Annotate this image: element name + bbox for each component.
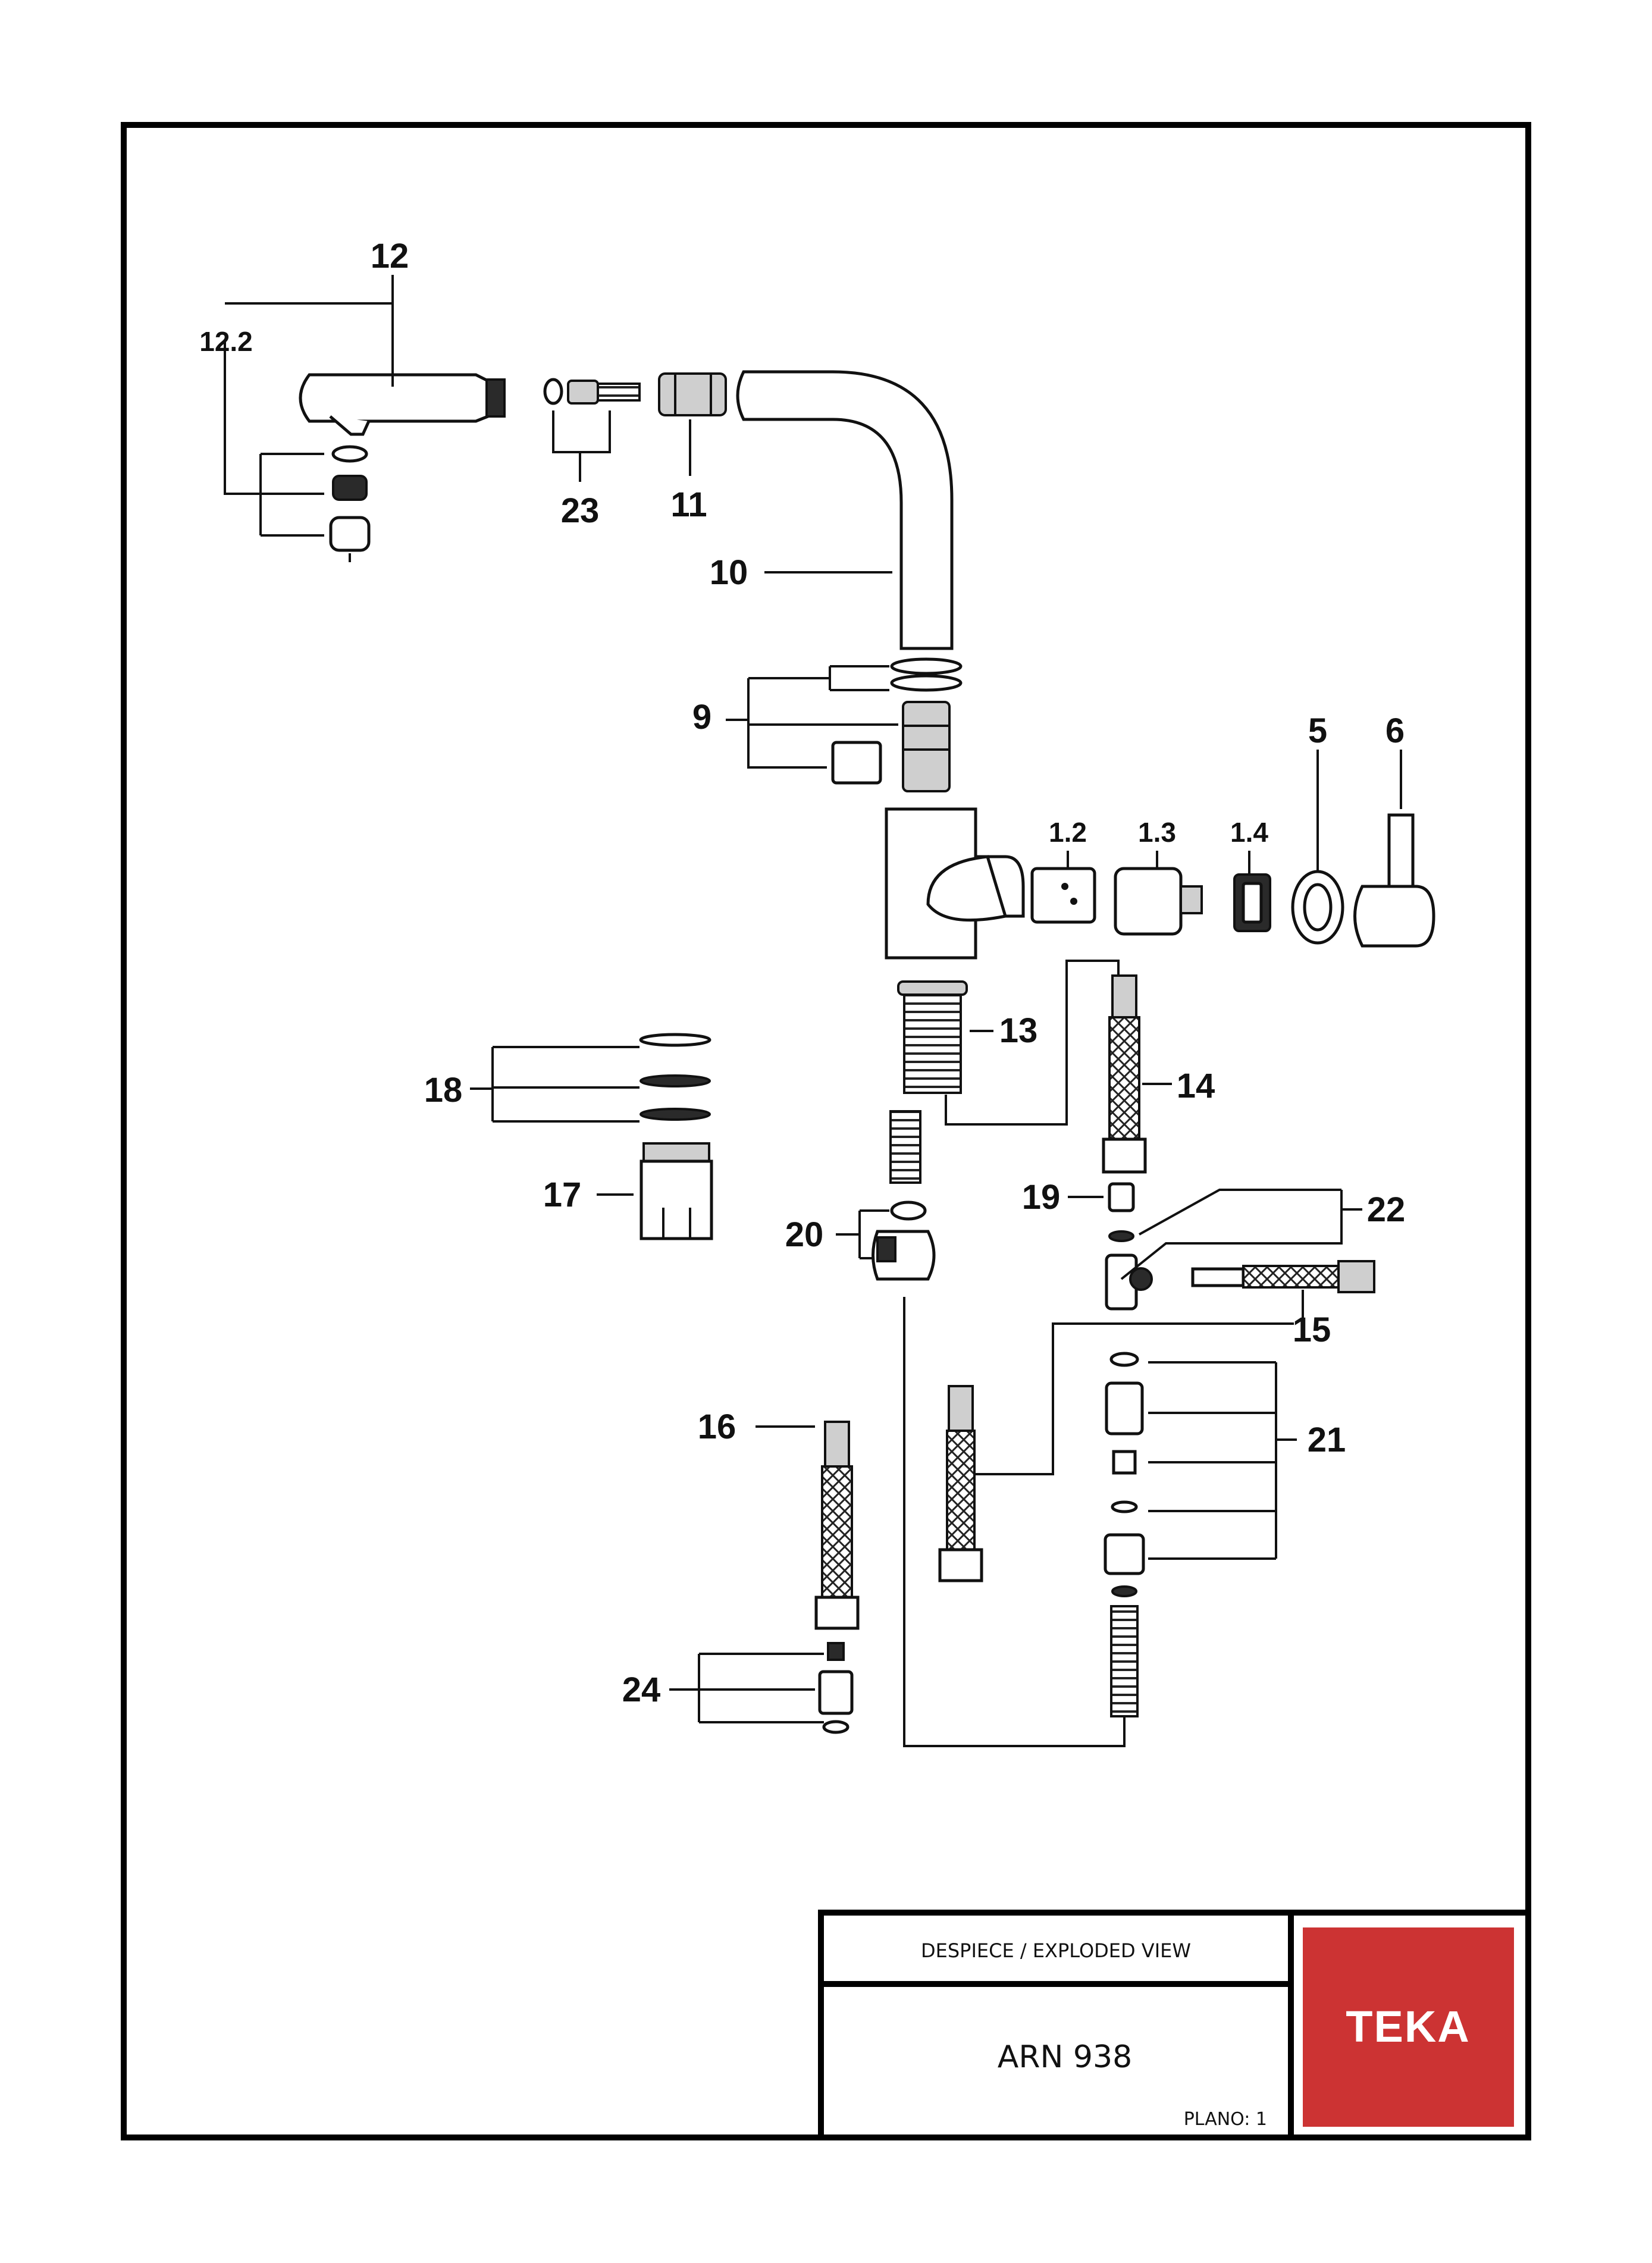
nut-19 <box>1108 1182 1135 1212</box>
label-15: 15 <box>1293 1311 1331 1349</box>
spout-tube-10 <box>736 370 954 650</box>
cartridge-housing-1-2 <box>1030 867 1096 924</box>
label-16: 16 <box>698 1408 736 1446</box>
label-1-2: 1.2 <box>1049 817 1087 848</box>
fixing-nut-17 <box>640 1142 713 1240</box>
label-18: 18 <box>424 1071 463 1109</box>
label-13: 13 <box>999 1011 1038 1050</box>
label-22: 22 <box>1367 1190 1406 1229</box>
ring-nut-1-4 <box>1233 873 1271 932</box>
seal-set-9 <box>831 657 963 792</box>
nut-11 <box>658 372 727 416</box>
cover-5 <box>1291 870 1344 945</box>
label-10: 10 <box>710 553 748 592</box>
drawing-border <box>121 122 1531 2140</box>
washer-set-18 <box>639 1033 711 1121</box>
adapter-set-24 <box>818 1642 854 1734</box>
label-5: 5 <box>1308 712 1327 750</box>
label-14: 14 <box>1177 1067 1215 1105</box>
lever-handle-6 <box>1353 813 1435 948</box>
flexible-hose-inlet <box>938 1385 983 1582</box>
spray-head-12 <box>299 373 506 436</box>
label-6: 6 <box>1385 712 1405 750</box>
fittings-21 <box>1104 1352 1145 1717</box>
label-12: 12 <box>371 237 409 275</box>
label-17: 17 <box>543 1176 582 1214</box>
label-1-4: 1.4 <box>1230 817 1268 848</box>
label-19: 19 <box>1022 1178 1061 1217</box>
label-20: 20 <box>785 1215 824 1254</box>
label-11: 11 <box>670 485 707 524</box>
cartridge-1-3 <box>1114 867 1203 936</box>
flexible-hose-15 <box>1191 1260 1375 1293</box>
part-labels: 12 12.2 23 11 10 9 5 6 1.2 1.3 1.4 13 14… <box>199 237 1405 1709</box>
aerator-parts-12-2 <box>329 445 371 562</box>
valve-assembly-22 <box>1105 1230 1153 1311</box>
leader-lines <box>224 275 1402 1747</box>
brand-logo-box <box>1303 1927 1514 2127</box>
title-block: DESPIECE / EXPLODED VIEW ARN 938 PLANO: … <box>818 1910 1531 2140</box>
spring-and-clamp-20 <box>872 1110 936 1281</box>
label-24: 24 <box>622 1670 661 1709</box>
flexible-hose-16 <box>814 1421 860 1630</box>
mixer-body <box>885 807 1025 960</box>
title-model: ARN 938 <box>998 2039 1132 2075</box>
label-23: 23 <box>561 491 600 530</box>
title-sheet: PLANO: 1 <box>1184 2109 1267 2130</box>
connector-23 <box>543 378 641 405</box>
flexible-hose-14 <box>1102 974 1147 1174</box>
brand-logo: TEKA <box>1346 2002 1470 2051</box>
label-1-3: 1.3 <box>1138 817 1176 848</box>
threaded-shank-13 <box>897 980 968 1094</box>
title-heading: DESPIECE / EXPLODED VIEW <box>921 1939 1191 1962</box>
label-9: 9 <box>692 698 711 736</box>
label-12-2: 12.2 <box>199 326 253 357</box>
label-21: 21 <box>1308 1421 1346 1459</box>
